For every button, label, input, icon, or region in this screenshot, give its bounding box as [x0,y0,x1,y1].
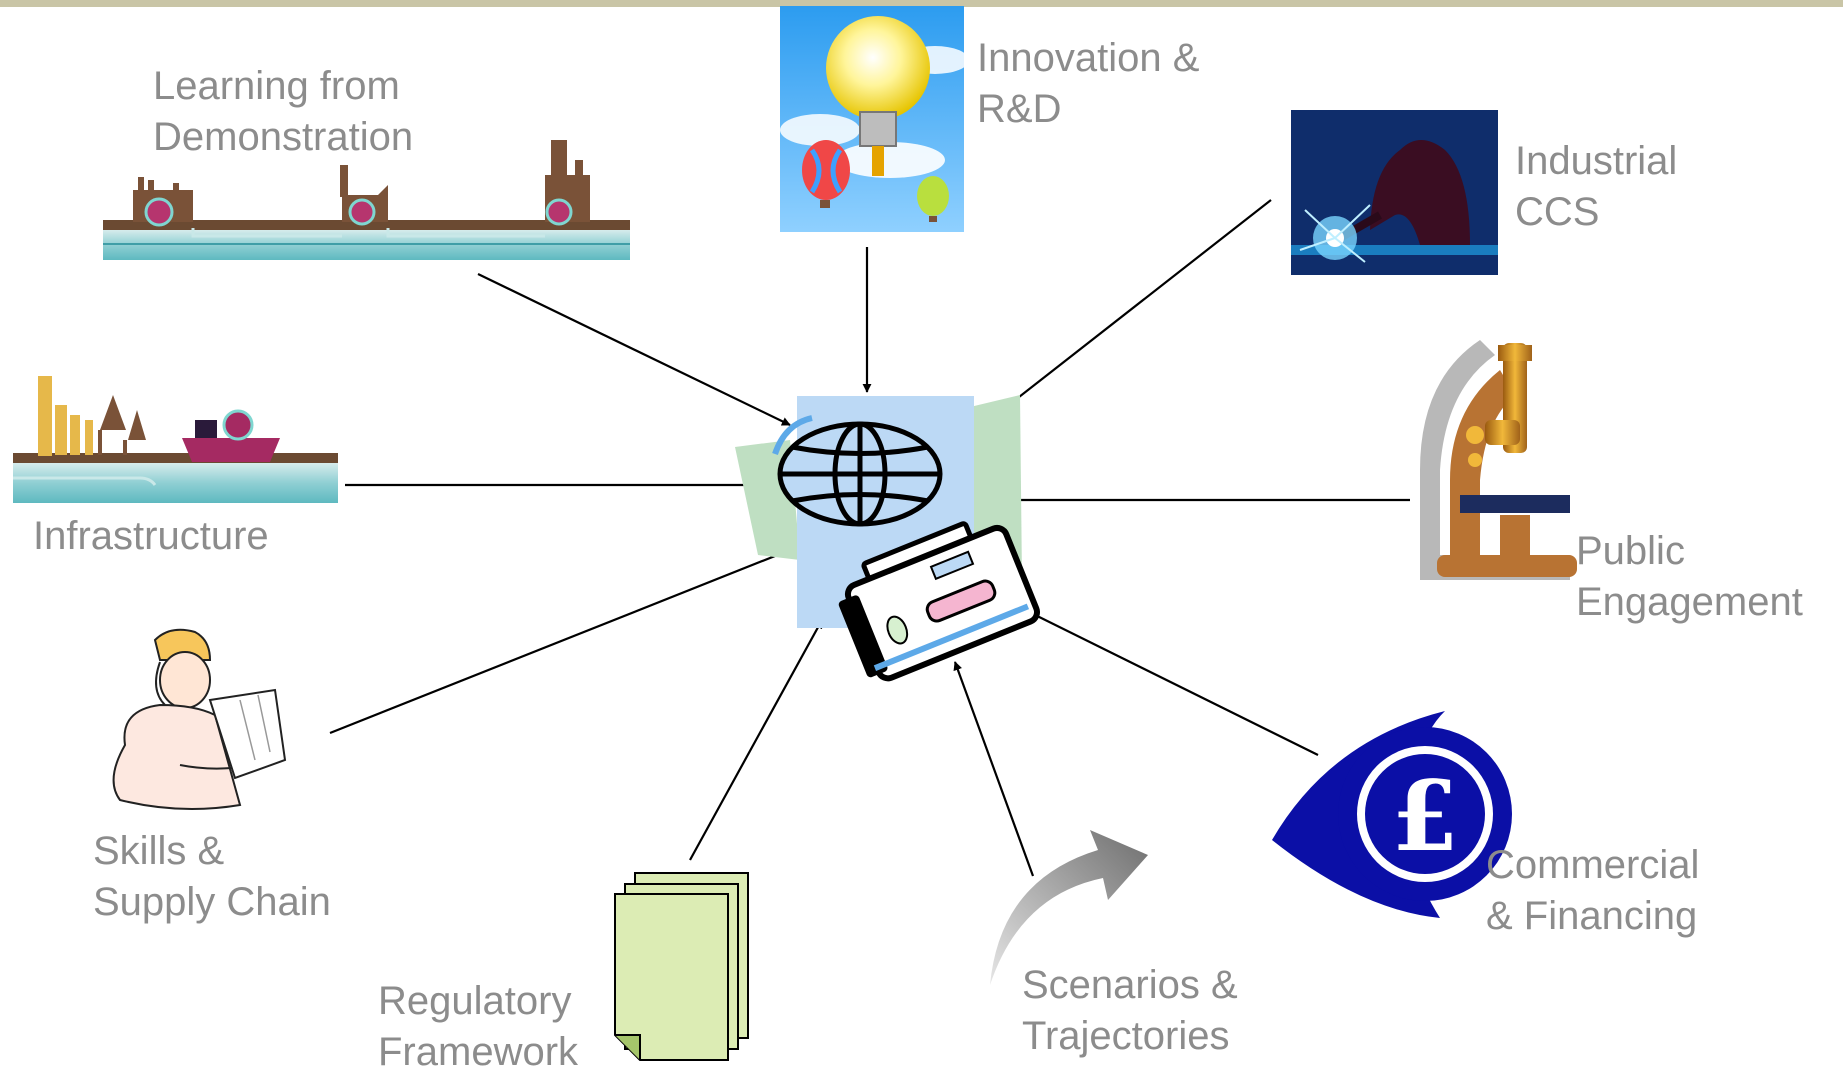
welder-icon [1291,110,1498,275]
label-public-engagement: Public Engagement [1576,526,1803,628]
pound-sign-icon: £ [1272,711,1512,918]
curved-arrow-icon [990,830,1148,985]
label-line: Innovation & [977,36,1200,80]
label-innovation: Innovation & R&D [977,33,1199,135]
label-line: Scenarios & [1022,963,1238,1007]
label-line: & Financing [1486,894,1698,938]
label-line: Regulatory [378,979,572,1023]
label-commercial-financing: Commercial & Financing [1486,840,1699,942]
svg-text:£: £ [1392,760,1459,873]
label-skills-supply-chain: Skills & Supply Chain [93,826,331,928]
arrow-skills [329,548,791,735]
label-line: Industrial [1515,139,1678,183]
arrow-regulatory [689,619,823,861]
label-line: Framework [378,1030,579,1074]
lightbulb-balloons-icon [780,6,969,232]
label-line: Skills & [93,829,225,873]
label-line: Learning from [153,64,400,108]
co2-ship-icon [13,376,338,503]
label-line: Infrastructure [33,514,269,558]
label-line: Demonstration [153,115,414,159]
label-line: Commercial [1486,843,1700,887]
label-line: Supply Chain [93,880,331,924]
engineer-blueprint-icon [112,628,287,810]
co2-plant-pipeline-icon [103,140,630,260]
label-learning-from-demonstration: Learning from Demonstration [153,61,413,163]
label-line: Public [1576,529,1685,573]
label-regulatory-framework: Regulatory Framework [378,976,578,1078]
arrow-learning [477,273,791,426]
arrow-scenarios [953,661,1035,877]
globe-briefcase-icon [735,395,1040,682]
label-line: Trajectories [1022,1014,1230,1058]
label-scenarios-trajectories: Scenarios & Trajectories [1022,960,1238,1062]
label-infrastructure: Infrastructure [33,511,269,562]
arrows [329,199,1410,877]
label-line: R&D [977,87,1062,131]
label-industrial-ccs: Industrial CCS [1515,136,1677,238]
label-line: Engagement [1576,580,1803,624]
label-line: CCS [1515,190,1600,234]
microscope-icon [1420,340,1577,580]
top-accent-bar [0,0,1843,7]
documents-icon [614,872,749,1061]
arrow-industrial [1004,199,1272,409]
arrow-commercial [1016,605,1319,756]
